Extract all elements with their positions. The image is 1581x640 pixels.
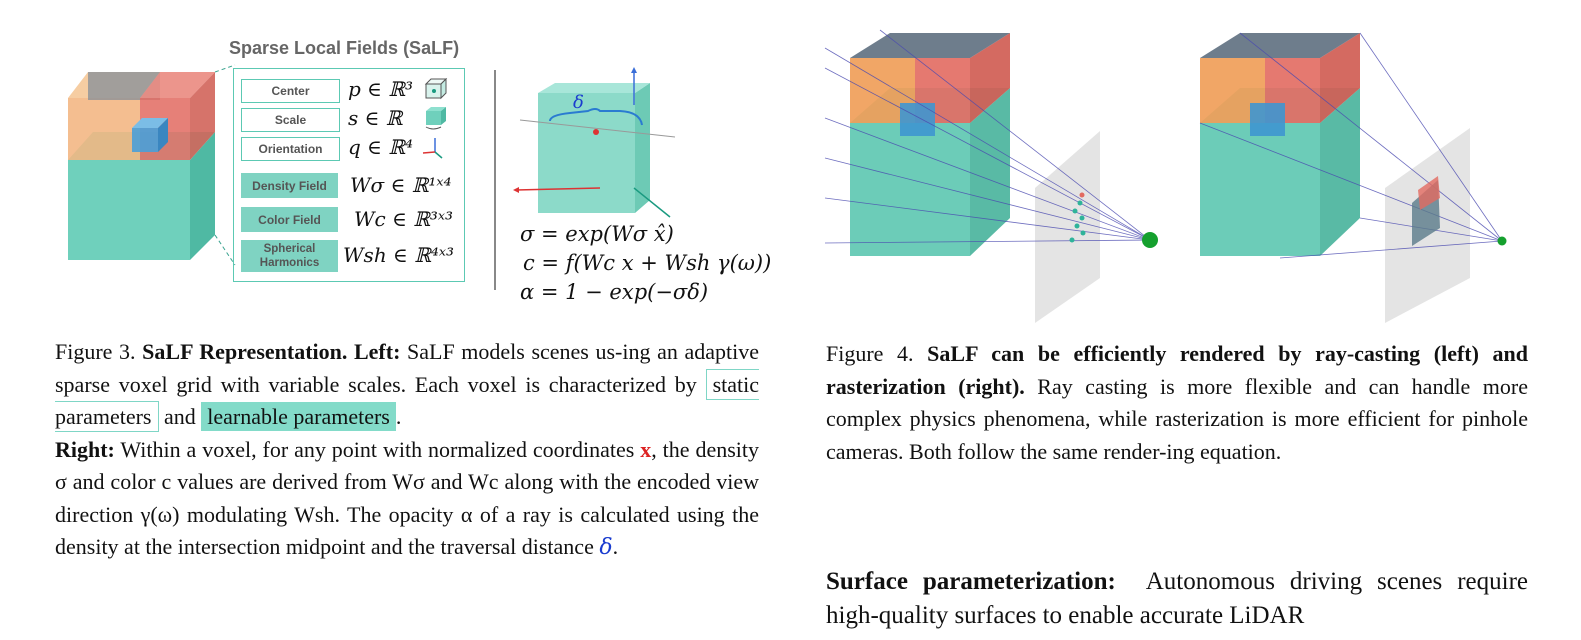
panel-divider	[494, 70, 496, 290]
voxel-cube-illustration	[68, 64, 236, 266]
salf-panel-title: Sparse Local Fields (SaLF)	[229, 38, 460, 58]
center-cube-icon	[424, 78, 448, 100]
figure-3-caption: Figure 3. SaLF Representation. Left: SaL…	[55, 339, 759, 560]
orientation-math: q ∈ ℝ⁴	[348, 135, 413, 159]
color-math: Wc ∈ ℝ³ˣ³	[354, 207, 454, 231]
center-math: p ∈ ℝ³	[348, 77, 413, 101]
color-field-label: Color Field	[241, 207, 338, 232]
sh-math: Wsh ∈ ℝ⁴ˣ³	[343, 243, 454, 267]
delta-label: δ	[573, 92, 584, 113]
salf-panel-frame	[233, 68, 465, 282]
ray-casting-illustration	[824, 29, 1158, 323]
density-math: Wσ ∈ ℝ¹ˣ⁴	[350, 173, 452, 197]
scale-math: s ∈ ℝ	[348, 106, 403, 130]
section-heading: Surface parameterization:	[826, 568, 1116, 595]
orientation-axes-icon	[422, 138, 443, 159]
figure-4-caption: Figure 4. SaLF can be efficiently render…	[826, 341, 1529, 464]
scale-cube-icon	[425, 107, 446, 130]
learnable-parameters-box: learnable parameters	[201, 402, 396, 431]
orientation-label: Orientation	[241, 137, 340, 161]
sigma-equation: σ = exp(Wσ x̂)	[520, 222, 674, 246]
spherical-harmonics-label: Spherical Harmonics	[241, 240, 338, 272]
voxel-ray-illustration	[513, 67, 676, 218]
center-label: Center	[241, 79, 340, 103]
alpha-equation: α = 1 − exp(−σδ)	[520, 280, 709, 304]
rasterization-illustration	[1199, 32, 1507, 323]
static-parameters-box: static parameters	[55, 368, 759, 432]
color-equation: c = f(Wc x + Wsh γ(ω))	[523, 251, 772, 275]
density-field-label: Density Field	[241, 173, 338, 198]
surface-parameterization-paragraph: Surface parameterization: Autonomous dri…	[826, 568, 1529, 629]
scale-label: Scale	[241, 108, 340, 132]
